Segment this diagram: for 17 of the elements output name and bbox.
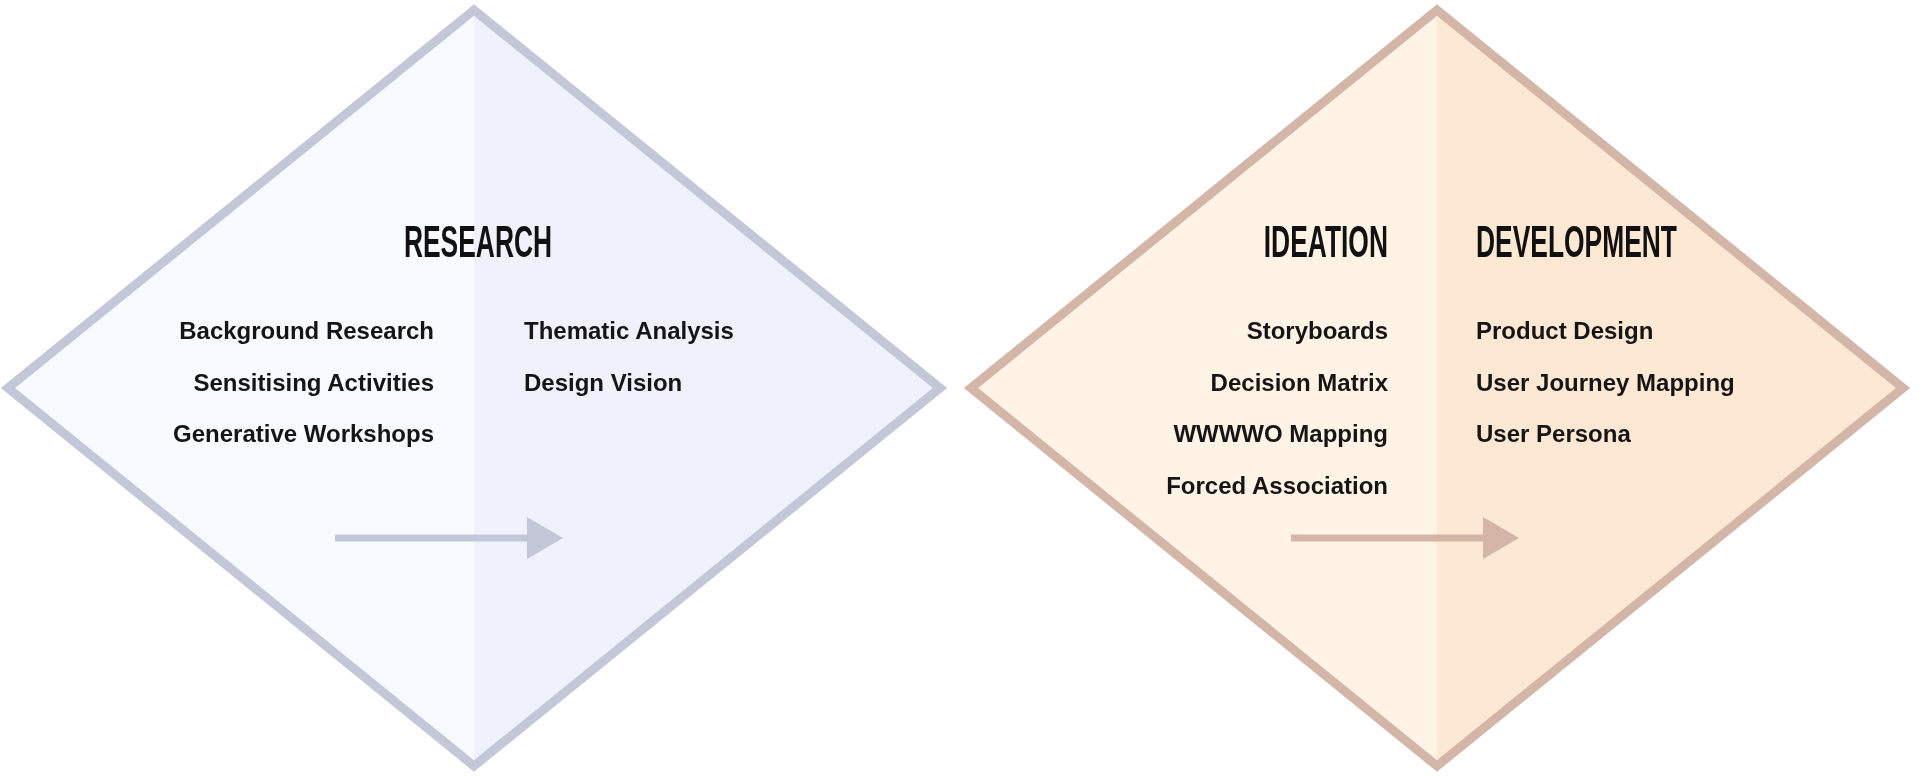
phase-heading: IDEATION <box>1263 220 1388 264</box>
method-label: Sensitising Activities <box>193 367 434 398</box>
diamond-panel <box>963 2 1911 774</box>
method-label: Thematic Analysis <box>524 316 734 346</box>
method-label: Forced Association <box>1166 471 1388 502</box>
method-label: Background Research <box>179 316 434 346</box>
method-label: WWWWO Mapping <box>1173 419 1388 450</box>
method-label: Design Vision <box>524 367 683 398</box>
method-label: User Persona <box>1476 419 1631 450</box>
method-label: Storyboards <box>1246 316 1388 346</box>
method-label: User Journey Mapping <box>1476 367 1735 398</box>
method-label: Generative Workshops <box>173 419 434 450</box>
phase-heading: RESEARCH <box>403 220 553 264</box>
method-label: Product Design <box>1476 316 1654 346</box>
phase-heading: DEVELOPMENT <box>1476 220 1677 264</box>
diamond-panel <box>0 2 948 774</box>
method-label: Decision Matrix <box>1210 367 1388 398</box>
